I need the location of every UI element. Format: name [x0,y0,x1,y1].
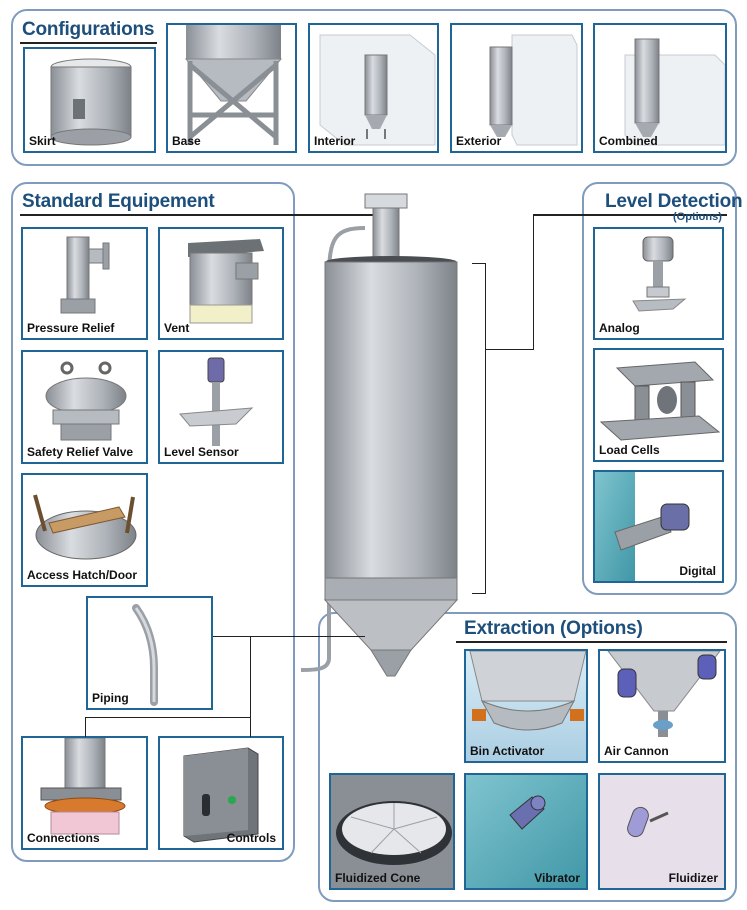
config-tile-exterior[interactable]: Exterior [450,23,583,153]
std-label-vent: Vent [164,321,190,335]
config-tile-interior[interactable]: Interior [308,23,439,153]
digital-icon [595,472,722,581]
level-tile-load-cells[interactable]: Load Cells [593,348,724,462]
bin-activator-icon [466,651,586,761]
std-tile-access-hatch[interactable]: Access Hatch/Door [21,473,148,587]
std-tile-connections[interactable]: Connections [21,736,148,850]
std-tile-level-sensor[interactable]: Level Sensor [158,350,284,464]
connector-controls-v [250,717,251,737]
connector-bottom-h [85,717,251,718]
config-label-exterior: Exterior [456,134,502,148]
controls-icon [183,747,259,843]
connections-icon [40,738,126,835]
config-label-combined: Combined [599,134,658,148]
std-label-safety-relief-valve: Safety Relief Valve [27,445,134,459]
access-hatch-icon [33,494,137,560]
level-label-load-cells: Load Cells [599,443,660,457]
ext-tile-bin-activator[interactable]: Bin Activator [464,649,588,763]
std-tile-piping[interactable]: Piping [86,596,213,710]
ext-tile-fluidizer[interactable]: Fluidizer [598,773,726,890]
ext-label-fluidizer: Fluidizer [668,871,718,885]
air-cannon-icon [607,651,721,737]
level-tile-analog[interactable]: Analog [593,227,724,340]
config-label-skirt: Skirt [29,134,56,148]
bracket-right-top [472,263,486,264]
interior-icon [319,34,436,146]
std-label-connections: Connections [27,831,100,845]
ext-label-air-cannon: Air Cannon [604,744,669,758]
connector-bottom-v [250,636,251,718]
ext-tile-vibrator[interactable]: Vibrator [464,773,588,890]
extraction-title: Extraction (Options) [464,618,643,639]
std-tile-controls[interactable]: Controls [158,736,284,850]
level-tile-digital[interactable]: Digital [593,470,724,583]
ext-label-bin-activator: Bin Activator [470,744,545,758]
connector-connections-v [85,717,86,737]
extraction-title-rule [456,641,727,643]
level-title-rule [533,214,727,216]
std-label-access-hatch: Access Hatch/Door [27,568,138,582]
fluidizer-icon [600,775,724,888]
config-label-base: Base [172,134,201,148]
configurations-title: Configurations [22,19,155,40]
piping-icon [132,604,158,706]
config-tile-base[interactable]: Base [166,23,297,153]
analog-icon [632,236,687,312]
ext-label-fluidized-cone: Fluidized Cone [335,871,421,885]
silo-illustration [300,193,459,677]
std-tile-pressure-relief[interactable]: Pressure Relief [21,227,148,340]
std-label-level-sensor: Level Sensor [164,445,239,459]
connector-level [533,214,534,350]
bracket-right-v [485,263,486,593]
standard-title: Standard Equipement [22,191,215,212]
vibrator-icon [466,775,586,888]
level-label-analog: Analog [599,321,640,335]
std-label-piping: Piping [92,691,129,705]
pressure-relief-icon [60,236,110,314]
level-sensor-icon [179,357,254,446]
fluidized-cone-icon [331,775,453,888]
std-tile-safety-relief-valve[interactable]: Safety Relief Valve [21,350,148,464]
connector-level-h [486,349,533,350]
std-label-controls: Controls [226,831,276,845]
combined-icon [624,38,725,146]
bracket-right-bottom [472,593,486,594]
level-subtitle: (Options) [673,211,722,223]
standard-title-rule [20,214,375,216]
exterior-icon [489,34,578,146]
connector-piping-h [213,636,365,637]
skirt-icon [50,58,132,146]
std-tile-vent[interactable]: Vent [158,227,284,340]
base-icon [184,25,283,145]
load-cells-icon [599,361,721,441]
configurations-title-rule [20,42,157,44]
ext-tile-fluidized-cone[interactable]: Fluidized Cone [329,773,455,890]
ext-label-vibrator: Vibrator [534,871,580,885]
config-tile-combined[interactable]: Combined [593,23,727,153]
level-label-digital: Digital [679,564,716,578]
config-label-interior: Interior [314,134,356,148]
level-title: Level Detection [605,191,743,212]
ext-tile-air-cannon[interactable]: Air Cannon [598,649,726,763]
std-label-pressure-relief: Pressure Relief [27,321,115,335]
config-tile-skirt[interactable]: Skirt [23,47,156,153]
vent-icon [188,239,264,324]
safety-relief-valve-icon [45,361,127,441]
